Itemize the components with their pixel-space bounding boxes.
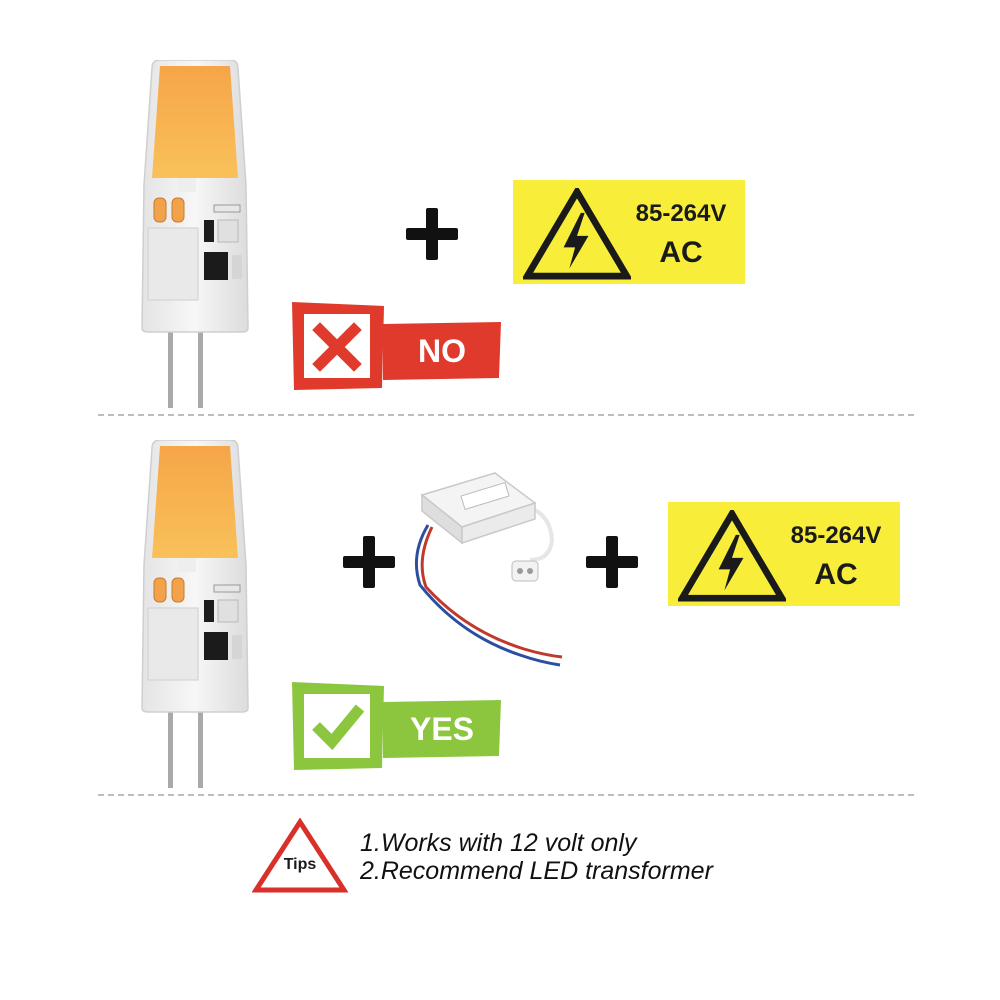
section-divider <box>98 794 914 796</box>
tips-badge-label: Tips <box>283 856 317 873</box>
voltage-warning-sign: 85-264V AC <box>513 180 745 284</box>
high-voltage-icon <box>523 188 631 280</box>
yes-label: YES <box>409 710 475 747</box>
led-bulb-image <box>141 440 249 789</box>
tip-line-1: 1.Works with 12 volt only <box>360 829 637 857</box>
check-icon <box>312 704 365 751</box>
current-type: AC <box>814 558 858 591</box>
no-badge-box <box>292 302 384 390</box>
voltage-range: 85-264V <box>635 200 727 227</box>
yes-badge-box <box>292 682 384 770</box>
no-label: NO <box>418 332 466 369</box>
voltage-range: 85-264V <box>790 522 882 549</box>
warning-triangle-icon <box>252 818 348 893</box>
high-voltage-icon <box>678 510 786 602</box>
led-bulb-image <box>141 60 249 409</box>
voltage-warning-sign: 85-264V AC <box>668 502 900 606</box>
plus-icon <box>406 208 458 260</box>
plus-icon <box>343 536 395 588</box>
section-divider <box>98 414 914 416</box>
current-type: AC <box>659 236 703 269</box>
tip-line-2: 2.Recommend LED transformer <box>360 857 713 885</box>
led-transformer-icon <box>414 472 563 667</box>
plus-icon <box>586 536 638 588</box>
cross-icon <box>312 322 362 372</box>
